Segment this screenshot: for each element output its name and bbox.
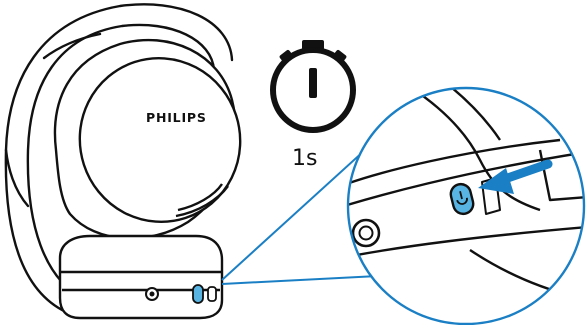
zoom-callout xyxy=(346,86,586,325)
stopwatch-hand xyxy=(309,68,317,98)
ear-cup xyxy=(53,38,242,240)
power-button-small xyxy=(192,284,204,304)
lower-controls xyxy=(145,284,217,304)
stopwatch-icon xyxy=(270,40,356,133)
power-button xyxy=(449,182,475,216)
ear-cup-face xyxy=(78,56,242,224)
ear-pad xyxy=(58,234,224,320)
brand-logo: PHILIPS xyxy=(146,110,207,125)
press-arrow-icon xyxy=(478,159,553,194)
headband xyxy=(4,3,234,314)
timer-duration-label: 1s xyxy=(292,146,317,171)
